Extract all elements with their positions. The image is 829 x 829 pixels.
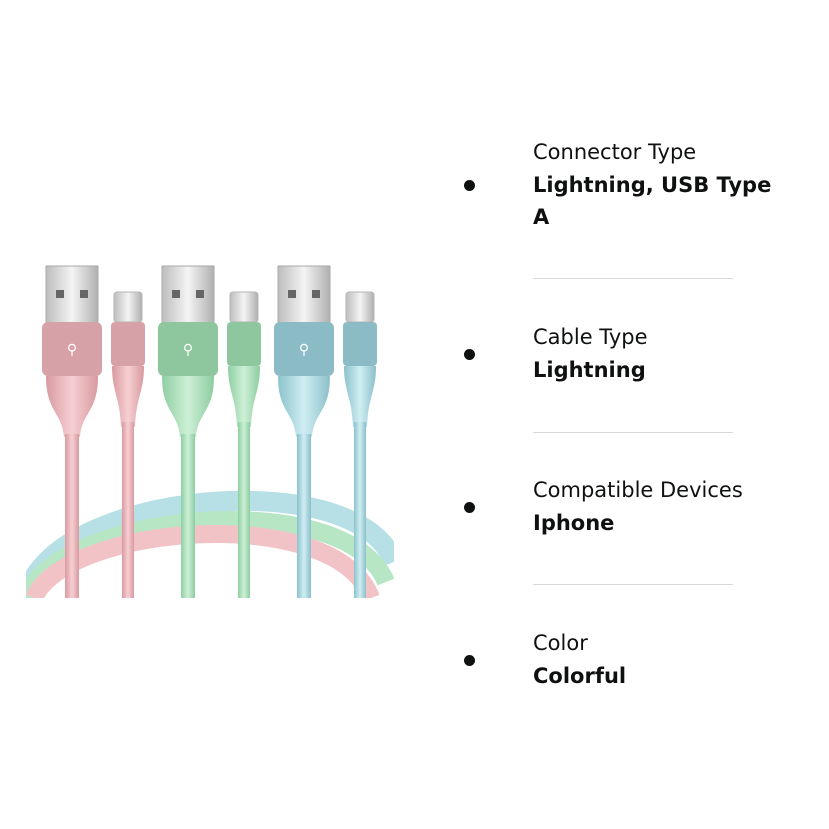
spec-value-cable-type: Lightning <box>533 358 646 382</box>
svg-text:⚲: ⚲ <box>299 342 309 358</box>
green-lightning-connector <box>227 291 261 598</box>
green-usb-connector: ⚲ <box>158 265 218 598</box>
spec-value-compatible-devices: Iphone <box>533 511 615 535</box>
spec-label-connector-type: Connector Type <box>533 140 697 164</box>
svg-text:⚲: ⚲ <box>183 342 193 358</box>
spec-label-compatible-devices: Compatible Devices <box>533 478 743 502</box>
product-image: ⚲ ⚲ ⚲ <box>26 265 394 598</box>
blue-lightning-connector <box>343 291 377 598</box>
svg-text:⚲: ⚲ <box>67 342 77 358</box>
bullet-icon <box>464 502 475 513</box>
divider <box>533 584 733 585</box>
bullet-icon <box>464 655 475 666</box>
spec-value-color: Colorful <box>533 664 627 688</box>
pink-lightning-connector <box>111 291 145 598</box>
pink-usb-connector: ⚲ <box>42 265 102 598</box>
blue-usb-connector: ⚲ <box>274 265 334 598</box>
spec-label-cable-type: Cable Type <box>533 325 648 349</box>
bullet-icon <box>464 180 475 191</box>
bullet-icon <box>464 349 475 360</box>
divider <box>533 432 733 433</box>
spec-label-color: Color <box>533 631 588 655</box>
spec-value-connector-type: Lightning, USB Type A <box>533 173 772 229</box>
divider <box>533 278 733 279</box>
